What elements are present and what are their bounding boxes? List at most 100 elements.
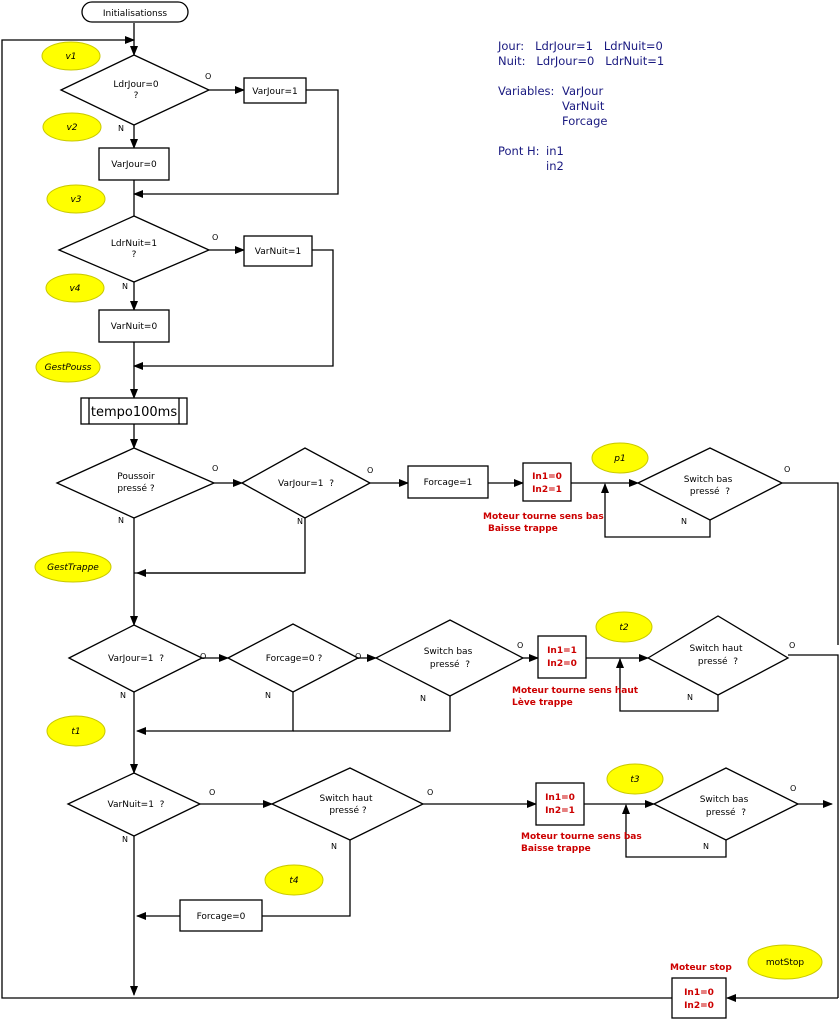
decision-ldrnuit-l1: LdrNuit=1 bbox=[111, 239, 157, 249]
decision-poussoir-l2: pressé ? bbox=[117, 483, 155, 494]
motor-3-l2: In2=1 bbox=[545, 806, 575, 816]
decision-switchbas-b: Switch bas pressé ? bbox=[374, 619, 525, 697]
decision-ldrjour: LdrJour=0 ? bbox=[59, 54, 211, 126]
motor-2-l1: In1=1 bbox=[547, 646, 577, 656]
box-varnuit0: VarNuit=0 bbox=[98, 309, 170, 343]
legend-var3: Forcage bbox=[562, 114, 607, 128]
tag-v1 bbox=[41, 41, 101, 71]
start-node: Initialisationss bbox=[81, 1, 189, 23]
decision-switchhaut-a-l2: pressé ? bbox=[698, 656, 738, 667]
tag-v2 bbox=[42, 112, 102, 142]
label-o-switchhaut-a: O bbox=[789, 641, 795, 650]
legend-variables-label: Variables: bbox=[498, 84, 554, 98]
connectors bbox=[1, 23, 839, 1002]
label-n-varnuit: N bbox=[122, 835, 128, 844]
label-o-varjour-b: O bbox=[200, 652, 206, 661]
decision-varnuit: VarNuit=1 ? bbox=[66, 772, 202, 837]
label-n-switchbas-b: N bbox=[420, 694, 426, 703]
tag-t1-label: t1 bbox=[71, 727, 80, 737]
decision-switchbas-a: Switch bas pressé ? bbox=[636, 447, 784, 521]
tag-v3-label: v3 bbox=[70, 195, 81, 205]
tag-motstop-label: motStop bbox=[766, 958, 805, 968]
legend-pont-label: Pont H: bbox=[498, 144, 540, 158]
tags: v1 v2 v3 v4 GestPouss GestTrappe p1 t1 t… bbox=[34, 41, 823, 980]
legend-nuit: Nuit: LdrJour=0 LdrNuit=1 bbox=[498, 54, 664, 68]
label-n-switchhaut-a: N bbox=[687, 693, 693, 702]
motor-4-l1: In1=0 bbox=[684, 988, 714, 998]
label-o-poussoir: O bbox=[212, 464, 218, 473]
box-forcage0: Forcage=0 bbox=[179, 899, 263, 932]
label-n-switchbas-c: N bbox=[703, 842, 709, 851]
tag-t1 bbox=[46, 715, 106, 747]
tag-gesttrappe bbox=[34, 551, 112, 583]
tag-p1 bbox=[591, 442, 649, 474]
label-n-ldrnuit: N bbox=[122, 282, 128, 291]
label-o-ldrnuit: O bbox=[212, 233, 218, 242]
start-label: Initialisationss bbox=[103, 9, 168, 19]
tag-t3-label: t3 bbox=[630, 775, 640, 785]
label-n-forcage0: N bbox=[265, 691, 271, 700]
tag-gestpouss-label: GestPouss bbox=[45, 363, 92, 373]
motor-box-stop: In1=0 In2=0 bbox=[671, 977, 727, 1019]
legend-pont2: in2 bbox=[546, 159, 564, 173]
label-o-switchbas-b: O bbox=[517, 641, 523, 650]
tag-t2-label: t2 bbox=[619, 623, 629, 633]
box-forcage1-label: Forcage=1 bbox=[424, 478, 473, 488]
box-varjour1-label: VarJour=1 bbox=[252, 87, 298, 97]
label-n-varjour-b: N bbox=[120, 691, 126, 700]
decision-switchbas-c: Switch bas pressé ? bbox=[652, 767, 800, 841]
motor-1-note1: Moteur tourne sens bas bbox=[483, 512, 604, 522]
box-tempo: tempo100ms bbox=[80, 397, 188, 425]
tag-gestpouss bbox=[35, 351, 101, 383]
motor-1-l1: In1=0 bbox=[532, 472, 562, 482]
motor-3-note2: Baisse trappe bbox=[521, 844, 591, 854]
decision-switchbas-c-l2: pressé ? bbox=[706, 807, 746, 818]
motor-1-note2: Baisse trappe bbox=[488, 524, 558, 534]
decision-switchhaut-a: Switch haut pressé ? bbox=[646, 615, 790, 696]
box-varnuit1: VarNuit=1 bbox=[243, 235, 313, 267]
legend: Jour: LdrJour=1 LdrNuit=0 Nuit: LdrJour=… bbox=[497, 39, 664, 173]
tag-v3 bbox=[46, 184, 106, 214]
legend-var2: VarNuit bbox=[562, 99, 605, 113]
tag-p1-label: p1 bbox=[613, 454, 625, 464]
box-forcage1: Forcage=1 bbox=[407, 465, 489, 499]
decision-varjour-a: VarJour=1 ? bbox=[240, 447, 372, 519]
motor-2-l2: In2=0 bbox=[547, 659, 577, 669]
box-varjour0-label: VarJour=0 bbox=[111, 160, 157, 170]
motor-2-note1: Moteur tourne sens haut bbox=[512, 686, 639, 696]
motor-4-l2: In2=0 bbox=[684, 1001, 714, 1011]
decision-ldrjour-l1: LdrJour=0 bbox=[113, 80, 159, 90]
label-n-switchhaut-b: N bbox=[331, 842, 337, 851]
motor-1-l2: In2=1 bbox=[532, 485, 562, 495]
decision-forcage0-label: Forcage=0 ? bbox=[266, 654, 323, 664]
label-o-ldrjour: O bbox=[205, 72, 211, 81]
decision-ldrjour-l2: ? bbox=[134, 91, 139, 101]
box-varnuit1-label: VarNuit=1 bbox=[255, 247, 301, 257]
box-tempo-label: tempo100ms bbox=[91, 405, 177, 420]
box-varjour1: VarJour=1 bbox=[243, 77, 307, 104]
motor-3-l1: In1=0 bbox=[545, 793, 575, 803]
tag-v1-label: v1 bbox=[65, 52, 76, 62]
decision-poussoir: Poussoir pressé ? bbox=[55, 447, 216, 519]
decision-ldrnuit: LdrNuit=1 ? bbox=[57, 215, 211, 283]
decision-switchhaut-a-l1: Switch haut bbox=[689, 644, 743, 654]
motor-stop-title: Moteur stop bbox=[670, 963, 732, 973]
tag-motstop bbox=[747, 944, 823, 980]
box-varnuit0-label: VarNuit=0 bbox=[111, 322, 158, 332]
tag-v4-label: v4 bbox=[69, 284, 80, 294]
label-o-switchhaut-b: O bbox=[427, 788, 433, 797]
decision-varjour-a-label: VarJour=1 ? bbox=[278, 479, 334, 489]
decision-switchbas-b-l1: Switch bas bbox=[424, 647, 473, 657]
label-n-switchbas-a: N bbox=[681, 517, 687, 526]
label-o-switchbas-c: O bbox=[790, 784, 796, 793]
tag-t3 bbox=[606, 763, 664, 795]
decision-switchhaut-b-l2: pressé ? bbox=[329, 805, 367, 816]
decision-varjour-b: VarJour=1 ? bbox=[67, 624, 204, 693]
legend-jour: Jour: LdrJour=1 LdrNuit=0 bbox=[497, 39, 663, 53]
decision-ldrnuit-l2: ? bbox=[132, 250, 137, 260]
tag-t4-label: t4 bbox=[289, 876, 299, 886]
decision-switchbas-c-l1: Switch bas bbox=[700, 795, 749, 805]
tag-t2 bbox=[595, 611, 653, 643]
decision-poussoir-l1: Poussoir bbox=[117, 472, 155, 482]
